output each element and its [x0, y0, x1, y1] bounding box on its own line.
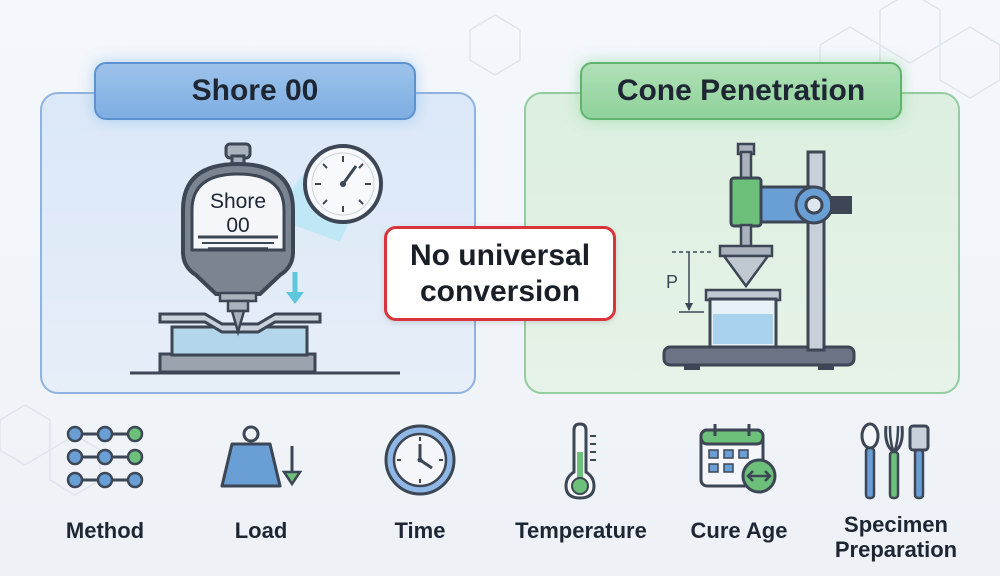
factor-label-temperature: Temperature — [515, 518, 647, 543]
shore-00-title: Shore 00 — [94, 62, 416, 120]
penetrometer-illustration: P — [662, 142, 856, 370]
gauge-text-shore: Shore — [210, 190, 266, 213]
factor-load: Load — [186, 420, 336, 570]
factor-cure-age: Cure Age — [664, 420, 814, 570]
clock-icon — [384, 424, 456, 496]
factor-label-preparation: Preparation — [834, 537, 958, 562]
thermometer-icon — [564, 422, 596, 500]
no-conversion-callout: No universal conversion — [384, 226, 616, 321]
callout-line-2: conversion — [419, 274, 581, 308]
factor-time: Time — [345, 420, 495, 570]
durometer-illustration: Shore 00 — [130, 142, 400, 375]
gauge-text-00: 00 — [226, 214, 249, 237]
method-icon — [66, 425, 144, 489]
factor-label-cure-age: Cure Age — [690, 518, 788, 543]
calendar-icon — [699, 424, 777, 494]
factor-method: Method — [30, 420, 180, 570]
factor-temperature: Temperature — [506, 420, 656, 570]
factor-specimen-preparation: Specimen Preparation — [821, 420, 971, 570]
analog-dial-icon — [303, 144, 383, 224]
factor-label-load: Load — [234, 518, 288, 543]
cone-penetration-title: Cone Penetration — [580, 62, 902, 120]
callout-line-1: No universal — [409, 238, 591, 272]
weight-icon — [220, 425, 303, 488]
depth-label-p: P — [666, 272, 678, 292]
factor-label-specimen: Specimen — [844, 512, 948, 537]
factor-label-time: Time — [394, 518, 446, 543]
utensils-icon — [860, 422, 930, 500]
factor-label-method: Method — [65, 518, 145, 543]
down-arrow-icon — [286, 272, 304, 304]
